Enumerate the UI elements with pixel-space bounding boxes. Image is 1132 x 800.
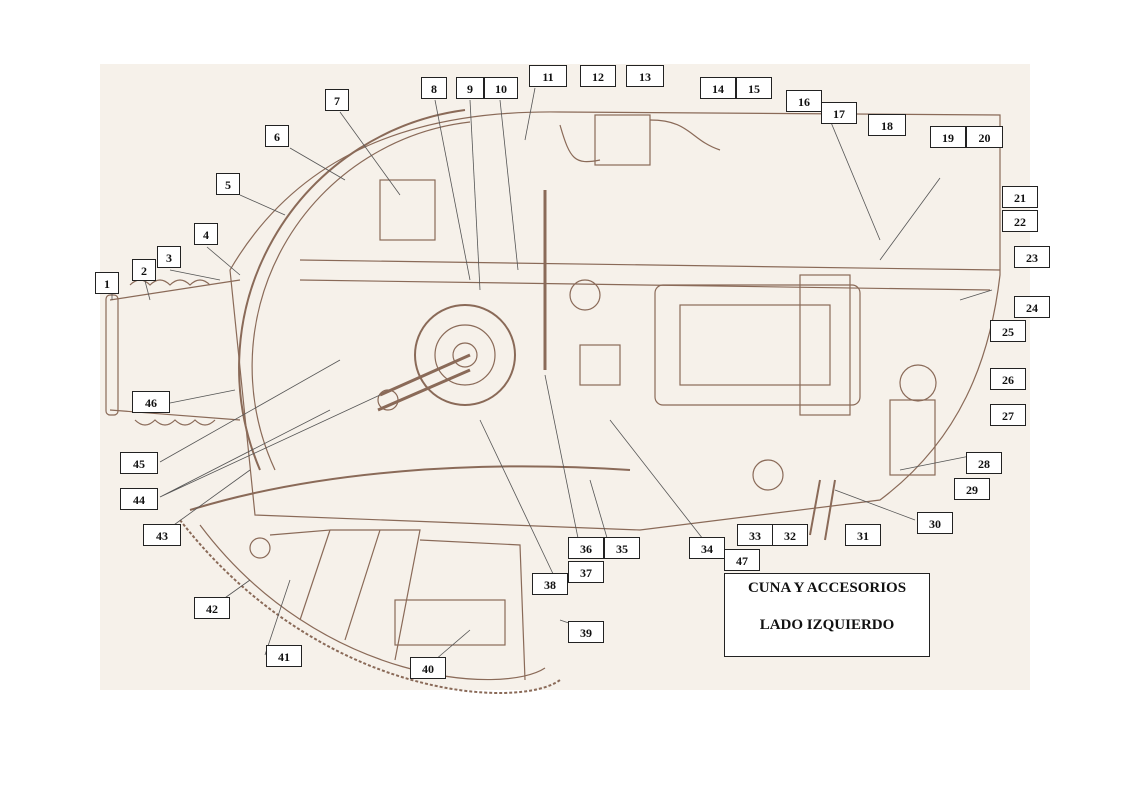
sector-panels [269,529,526,681]
callout-44: 44 [120,488,158,510]
callout-9: 9 [456,77,484,99]
callout-18: 18 [868,114,906,136]
top-valve [569,279,601,311]
callout-43: 43 [143,524,181,546]
callout-27: 27 [990,404,1026,426]
callout-2: 2 [132,259,156,281]
callout-6: 6 [265,125,289,147]
sector-port [249,537,271,559]
toothed-sector [189,465,631,511]
callout-31: 31 [845,524,881,546]
callout-29: 29 [954,478,990,500]
callout-33: 33 [737,524,773,546]
callout-21: 21 [1002,186,1038,208]
callout-25: 25 [990,320,1026,342]
cradle-body-outline [229,111,1001,531]
trunnion-inner [434,324,496,386]
recoil-cylinder-end [799,274,851,416]
callout-20: 20 [966,126,1003,148]
callout-40: 40 [410,657,446,679]
toothed-sector-inner [199,524,546,681]
callout-13: 13 [626,65,664,87]
crank-arm [377,353,471,412]
elevation-arc [238,109,466,471]
barrel-ring [105,294,119,416]
callout-39: 39 [568,621,604,643]
callout-47: 47 [724,549,760,571]
side-panel [379,179,436,241]
title-line-1: CUNA Y ACCESORIOS [747,580,907,596]
title-box: CUNA Y ACCESORIOS LADO IZQUIERDO [724,573,930,657]
callout-46: 46 [132,391,170,413]
valve-block-mid [579,344,621,386]
callout-38: 38 [532,573,568,595]
callout-32: 32 [772,524,808,546]
callout-7: 7 [325,89,349,111]
callout-8: 8 [421,77,447,99]
barrel-guide [109,279,241,421]
trunnion-hub [452,342,478,368]
callout-24: 24 [1014,296,1050,318]
callout-45: 45 [120,452,158,474]
callout-35: 35 [604,537,640,559]
callout-3: 3 [157,246,181,268]
crank-pivot [377,389,399,411]
callout-1: 1 [95,272,119,294]
callout-14: 14 [700,77,736,99]
callout-23: 23 [1014,246,1050,268]
valve-block-top [594,114,651,166]
lower-port [752,459,784,491]
callout-12: 12 [580,65,616,87]
upper-frame [299,259,1001,291]
callout-16: 16 [786,90,822,112]
callout-15: 15 [736,77,772,99]
title-line-2: LADO IZQUIERDO [759,617,895,633]
lower-right-bracket [889,399,936,476]
elevation-arc-inner [251,121,471,471]
callout-37: 37 [568,561,604,583]
callout-10: 10 [484,77,518,99]
callout-36: 36 [568,537,604,559]
callout-22: 22 [1002,210,1038,232]
callout-28: 28 [966,452,1002,474]
callout-4: 4 [194,223,218,245]
right-port [899,364,937,402]
callout-42: 42 [194,597,230,619]
recoil-cylinder-tube [679,304,831,386]
trunnion-outer [414,304,516,406]
toothed-sector-outer [179,519,561,694]
sector-bracket [394,599,506,646]
recoil-cylinder [654,284,861,406]
callout-5: 5 [216,173,240,195]
callout-34: 34 [689,537,725,559]
callout-17: 17 [821,102,857,124]
callout-11: 11 [529,65,567,87]
callout-30: 30 [917,512,953,534]
hydraulic-line [559,119,721,163]
callout-26: 26 [990,368,1026,390]
support-strut [809,479,836,541]
callout-19: 19 [930,126,966,148]
callout-41: 41 [266,645,302,667]
